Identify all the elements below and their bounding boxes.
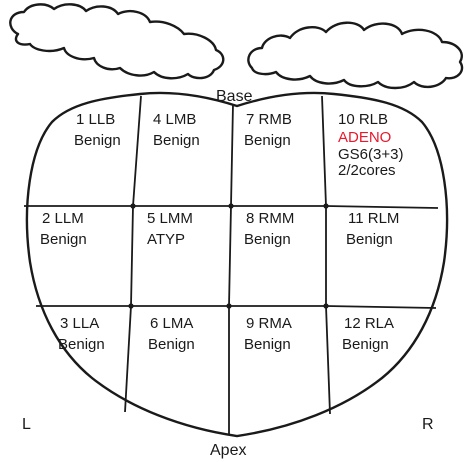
region-11-title: 11 RLM — [348, 210, 399, 227]
region-3-result: Benign — [58, 336, 105, 353]
region-4-result: Benign — [153, 132, 200, 149]
prostate-outline — [25, 91, 449, 438]
intersection-dot — [323, 203, 329, 209]
region-10-title: 10 RLB — [338, 111, 388, 128]
left-seminal-vesicle-cloud — [9, 3, 225, 80]
grid-intersections — [128, 203, 329, 309]
intersection-dot — [323, 303, 329, 309]
region-2-title: 2 LLM — [42, 210, 84, 227]
right-label: R — [422, 416, 434, 433]
region-8-title: 8 RMM — [246, 210, 294, 227]
intersection-dot — [128, 303, 134, 309]
region-9-result: Benign — [244, 336, 291, 353]
region-7-title: 7 RMB — [246, 111, 292, 128]
region-6-result: Benign — [148, 336, 195, 353]
region-6-title: 6 LMA — [150, 315, 193, 332]
right-seminal-vesicle-cloud — [247, 21, 464, 90]
grid-vertical-3 — [321, 95, 331, 415]
region-4-label: 4 LMB Benign — [153, 111, 201, 149]
grid-horizontal-2 — [36, 305, 437, 309]
region-2-result: Benign — [40, 231, 87, 248]
region-7-result: Benign — [244, 132, 291, 149]
left-label: L — [22, 416, 31, 433]
region-2-label: 2 LLM Benign — [40, 210, 88, 248]
intersection-dot — [226, 303, 232, 309]
intersection-dot — [228, 203, 234, 209]
region-6-label: 6 LMA Benign — [148, 315, 197, 353]
region-10-label: 10 RLB ADENO GS6(3+3) 2/2cores — [338, 111, 408, 179]
region-4-title: 4 LMB — [153, 111, 196, 128]
region-1-title: 1 LLB — [76, 111, 115, 128]
grid-vertical-1 — [124, 95, 142, 413]
region-12-label: 12 RLA Benign — [342, 315, 397, 353]
region-3-title: 3 LLA — [60, 315, 99, 332]
region-5-label: 5 LMM ATYP — [147, 210, 197, 248]
region-5-result: ATYP — [147, 231, 185, 248]
region-9-label: 9 RMA Benign — [244, 315, 295, 353]
region-10-cores: 2/2cores — [338, 162, 396, 179]
region-12-result: Benign — [342, 336, 389, 353]
apex-label: Apex — [210, 442, 246, 459]
region-10-result: ADENO — [338, 129, 391, 146]
region-10-grade: GS6(3+3) — [338, 146, 403, 163]
region-11-result: Benign — [346, 231, 393, 248]
region-5-title: 5 LMM — [147, 210, 193, 227]
region-11-label: 11 RLM Benign — [346, 210, 404, 248]
grid-vertical-2 — [228, 103, 234, 434]
region-8-label: 8 RMM Benign — [244, 210, 299, 248]
region-1-result: Benign — [74, 132, 121, 149]
region-8-result: Benign — [244, 231, 291, 248]
base-label: Base — [216, 88, 253, 105]
region-9-title: 9 RMA — [246, 315, 292, 332]
intersection-dot — [130, 203, 136, 209]
region-12-title: 12 RLA — [344, 315, 394, 332]
region-7-label: 7 RMB Benign — [244, 111, 296, 149]
region-3-label: 3 LLA Benign — [58, 315, 105, 353]
region-1-label: 1 LLB Benign — [74, 111, 121, 149]
